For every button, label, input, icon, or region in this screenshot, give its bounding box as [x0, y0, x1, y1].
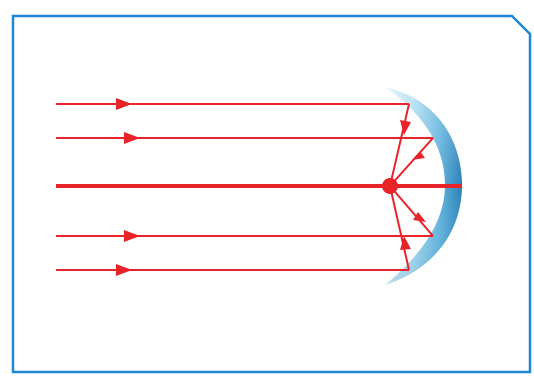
reflected-ray-5 [390, 186, 409, 270]
arrow-icon [412, 151, 425, 160]
arrow-icon [116, 264, 132, 276]
arrow-icon [124, 230, 140, 242]
reflected-ray-1 [390, 104, 409, 186]
focal-point [382, 178, 398, 194]
arrow-icon [116, 98, 132, 110]
arrow-icon [124, 132, 140, 144]
